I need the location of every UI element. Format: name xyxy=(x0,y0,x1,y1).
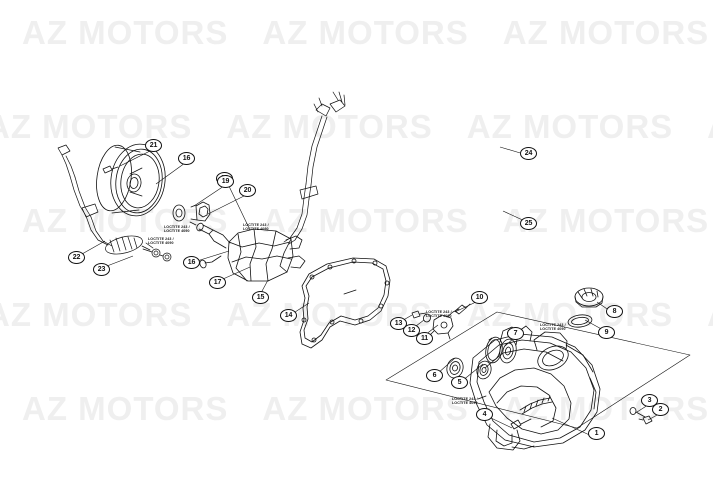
loctite-note-line2: LOCTITE 4090 xyxy=(452,401,478,406)
callout-bubble-7[interactable]: 7 xyxy=(507,327,524,340)
loctite-note-line2: LOCTITE 4090 xyxy=(164,229,190,234)
part-flywheel-rotor xyxy=(96,143,166,217)
loctite-note: LOCTITE 243 /LOCTITE 4090 xyxy=(452,397,478,406)
callout-bubble-2[interactable]: 2 xyxy=(652,403,669,416)
callout-bubble-24[interactable]: 24 xyxy=(520,147,537,160)
callout-bubble-15[interactable]: 15 xyxy=(252,291,269,304)
callout-bubble-10[interactable]: 10 xyxy=(471,291,488,304)
callout-bubble-9[interactable]: 9 xyxy=(598,326,615,339)
leader-lines xyxy=(81,146,660,438)
part-bolt-3 xyxy=(629,407,646,418)
leader-line xyxy=(193,185,225,207)
part-stator-loom xyxy=(283,91,346,245)
callout-bubble-25[interactable]: 25 xyxy=(520,217,537,230)
loctite-note-line1: LOCTITE 243 / xyxy=(452,397,478,401)
leader-line xyxy=(207,194,247,215)
part-wiring-harness xyxy=(57,144,172,262)
leader-line xyxy=(119,149,153,167)
loctite-note-line1: LOCTITE 243 / xyxy=(148,237,174,241)
loctite-note-line2: LOCTITE 4090 xyxy=(148,241,174,246)
loctite-note-line1: LOCTITE 243 / xyxy=(540,323,566,327)
callout-bubble-1[interactable]: 1 xyxy=(588,427,605,440)
callout-bubble-5[interactable]: 5 xyxy=(451,376,468,389)
loctite-note-line1: LOCTITE 243 / xyxy=(164,225,190,229)
part-oring-9 xyxy=(567,314,593,328)
leader-line xyxy=(106,255,134,267)
callout-bubble-21[interactable]: 21 xyxy=(145,139,162,152)
callout-bubble-4[interactable]: 4 xyxy=(476,408,493,421)
part-washer-nut xyxy=(172,201,211,222)
callout-bubble-23[interactable]: 23 xyxy=(93,263,110,276)
loctite-note: LOCTITE 243 /LOCTITE 4090 xyxy=(164,225,190,234)
loctite-note-line2: LOCTITE 4090 xyxy=(540,327,566,332)
callout-bubble-14[interactable]: 14 xyxy=(280,309,297,322)
part-cover-bolt-4 xyxy=(510,418,532,430)
callout-bubble-16[interactable]: 16 xyxy=(178,152,195,165)
loctite-note: LOCTITE 243 /LOCTITE 4090 xyxy=(243,223,269,232)
callout-bubble-22[interactable]: 22 xyxy=(68,251,85,264)
part-cover-gasket xyxy=(299,257,391,349)
part-engine-cover xyxy=(469,325,601,451)
loctite-note-line2: LOCTITE 4090 xyxy=(243,227,269,232)
part-bolt-2 xyxy=(638,415,653,425)
callout-bubble-13[interactable]: 13 xyxy=(390,317,407,330)
leader-line xyxy=(490,417,513,429)
loctite-note-line1: LOCTITE 243 / xyxy=(243,223,269,227)
callout-bubble-16[interactable]: 16 xyxy=(183,256,200,269)
leader-line xyxy=(551,417,595,438)
callout-bubble-20[interactable]: 20 xyxy=(239,184,256,197)
callout-bubble-11[interactable]: 11 xyxy=(416,332,433,345)
loctite-note: LOCTITE 243 /LOCTITE 4090 xyxy=(426,310,452,319)
callout-bubble-17[interactable]: 17 xyxy=(209,276,226,289)
leader-line xyxy=(155,162,186,185)
leader-line xyxy=(222,266,251,280)
loctite-note-line1: LOCTITE 243 / xyxy=(426,310,452,314)
loctite-note: LOCTITE 243 /LOCTITE 4090 xyxy=(148,237,174,246)
callout-bubble-12[interactable]: 12 xyxy=(403,324,420,337)
callout-bubble-3[interactable]: 3 xyxy=(641,394,658,407)
loctite-note-line2: LOCTITE 4090 xyxy=(426,314,452,319)
leader-line xyxy=(196,250,230,262)
callout-bubble-8[interactable]: 8 xyxy=(606,305,623,318)
callout-bubble-19[interactable]: 19 xyxy=(217,175,234,188)
leader-line xyxy=(226,181,251,231)
part-oil-filler-cap xyxy=(574,287,604,308)
mounting-plane xyxy=(385,311,691,429)
part-stator-assembly xyxy=(189,221,306,282)
leader-line xyxy=(81,240,106,255)
loctite-note: LOCTITE 243 /LOCTITE 4090 xyxy=(540,323,566,332)
leader-line xyxy=(260,279,269,294)
callout-bubble-6[interactable]: 6 xyxy=(426,369,443,382)
